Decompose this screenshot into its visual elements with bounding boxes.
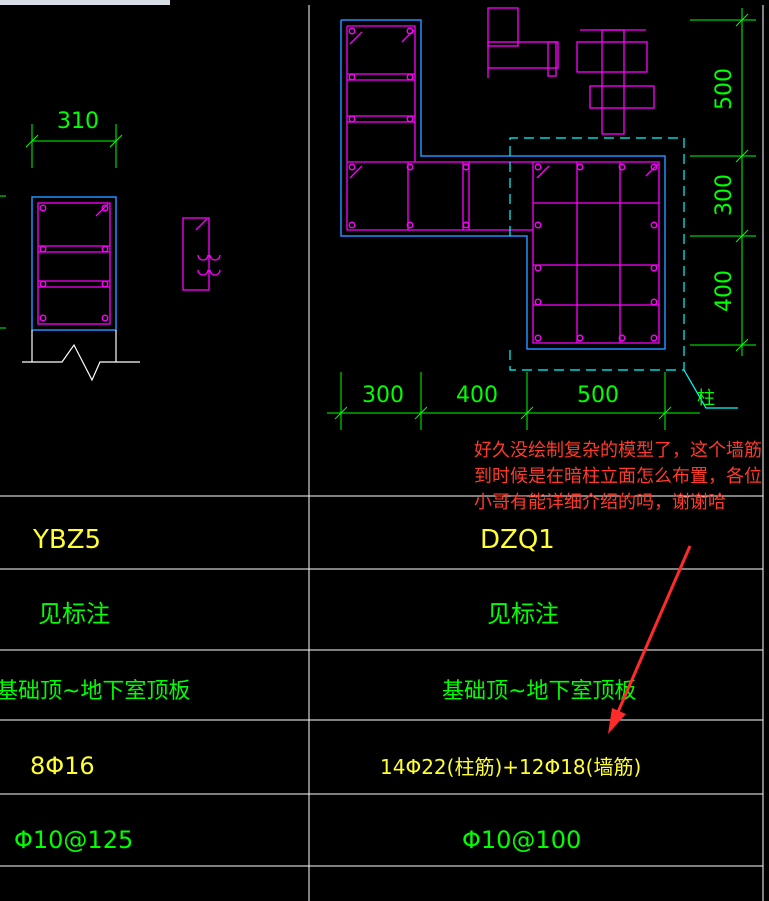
dzq1-range: 基础顶~地下室顶板 xyxy=(442,679,636,704)
dzq1-name: DZQ1 xyxy=(480,525,555,555)
toolbar-remnant xyxy=(0,0,170,5)
left-rebar-cage xyxy=(37,202,111,325)
ybz5-long-bars: 8Φ16 xyxy=(30,752,95,780)
dzq1-stirrups: Φ10@100 xyxy=(462,826,581,854)
dim-bottom-300: 300 xyxy=(362,383,404,408)
right-rebar-cage xyxy=(346,25,660,344)
left-dim-310-label: 310 xyxy=(57,109,99,134)
table-grid xyxy=(0,5,764,901)
right-dimensions-side xyxy=(690,8,756,356)
stirrup-tie-detail xyxy=(182,217,221,291)
right-dimensions-bottom xyxy=(327,372,700,430)
label-zhu: 柱 xyxy=(697,388,715,409)
dim-side-500: 500 xyxy=(712,68,737,110)
left-column-outline xyxy=(31,196,117,331)
left-dimension-310 xyxy=(25,124,123,168)
break-line-symbol xyxy=(22,330,140,382)
left-edge-ticks xyxy=(0,195,6,329)
ybz5-range: 基础顶~地下室顶板 xyxy=(0,679,190,704)
table-text: YBZ5 DZQ1 见标注 见标注 基础顶~地下室顶板 基础顶~地下室顶板 8Φ… xyxy=(0,525,641,854)
ybz5-name: YBZ5 xyxy=(32,525,101,555)
dzq1-elevation-note: 见标注 xyxy=(487,600,559,628)
ybz5-elevation-note: 见标注 xyxy=(38,600,110,628)
left-section-detail: 310 xyxy=(0,109,221,382)
column-leader-line xyxy=(683,369,738,409)
ybz5-stirrups: Φ10@125 xyxy=(14,826,133,854)
question-annotation: 好久没绘制复杂的模型了，这个墙筋到时候是在暗柱立面怎么布置，各位小哥有能详细介绍… xyxy=(474,440,762,513)
dzq1-long-bars: 14Φ22(柱筋)+12Φ18(墙筋) xyxy=(380,755,641,779)
dim-bottom-400: 400 xyxy=(456,383,498,408)
dim-bottom-500: 500 xyxy=(577,383,619,408)
cyan-dashed-boundary xyxy=(509,137,685,371)
right-section-detail: 300 400 500 500 300 400 柱 xyxy=(327,7,756,430)
red-annotation-arrow xyxy=(608,545,692,734)
dim-side-300: 300 xyxy=(712,174,737,216)
dim-side-400: 400 xyxy=(712,270,737,312)
top-rebar-fragments xyxy=(487,7,655,135)
right-column-outline xyxy=(340,19,666,350)
